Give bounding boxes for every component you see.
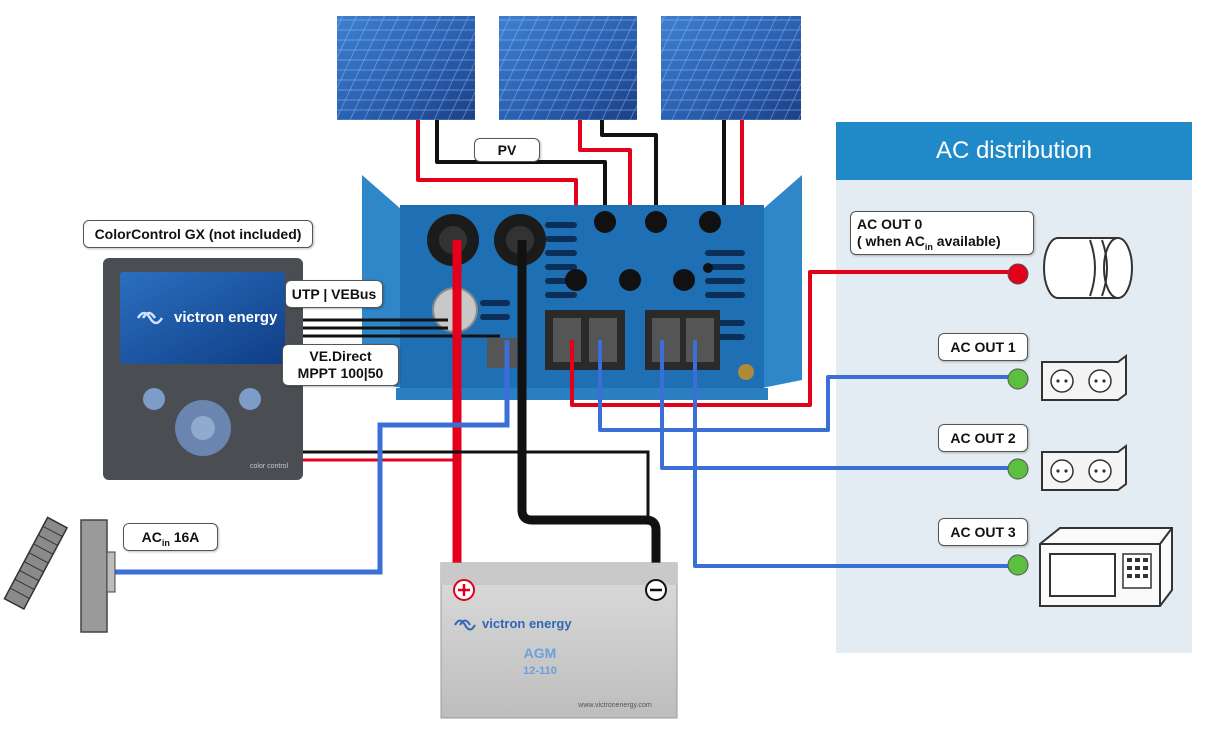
ac-out0-line2a: ( when AC [857, 233, 925, 249]
vedirect-label: VE.Direct MPPT 100|50 [282, 344, 399, 386]
solar-panel-2 [499, 16, 637, 120]
acin-sub: in [161, 537, 170, 548]
vedirect-line2: MPPT 100|50 [297, 365, 384, 381]
socket-out2-icon [1041, 444, 1127, 491]
ac-distribution-header: AC distribution [836, 122, 1192, 180]
ac-terminal-blocks [545, 310, 720, 370]
battery-model-text: 12-110 [523, 665, 557, 677]
ac-out3-cable [693, 340, 1018, 568]
ac-out2-cable [660, 340, 1018, 470]
acin-suffix: 16A [173, 529, 200, 545]
ac-out0-node [1007, 263, 1029, 285]
pv-wire-black-1 [435, 120, 607, 212]
ac-out0-label: AC OUT 0 ( when ACin available) [850, 211, 1034, 255]
ac-out1-label: AC OUT 1 [938, 333, 1028, 361]
battery-negative-cable [517, 240, 661, 578]
battery-url-text: www.victronenergy.com [577, 702, 652, 709]
gx-model-text: color control [250, 463, 289, 470]
cylinder-load-icon [1043, 237, 1133, 299]
solar-panel-3 [661, 16, 801, 120]
color-control-gx-device: victron energy color control [103, 258, 303, 480]
pv-connectors [565, 211, 721, 291]
ac-input-plug-icon [3, 516, 116, 633]
ac-out3-node [1007, 554, 1029, 576]
ac-out0-line2-sub: in [924, 241, 933, 252]
acin-label: ACin 16A [123, 523, 218, 551]
ac-out0-line1: AC OUT 0 [857, 216, 923, 232]
socket-out1-icon [1041, 354, 1127, 401]
vedirect-line1: VE.Direct [309, 348, 372, 364]
gx-power-black [300, 450, 650, 520]
gx-left-button [143, 388, 165, 410]
ac-out1-node [1007, 368, 1029, 390]
pv-label: PV [474, 138, 540, 162]
microwave-icon [1039, 527, 1173, 607]
acin-prefix: AC [141, 529, 162, 545]
ac-out3-label: AC OUT 3 [938, 518, 1028, 546]
agm-battery: victron energy AGM 12-110 www.victronene… [440, 562, 678, 719]
ground-stud [738, 364, 754, 380]
battery-brand-text: victron energy [482, 616, 572, 631]
ac-out2-label: AC OUT 2 [938, 424, 1028, 452]
ac-out2-node [1007, 458, 1029, 480]
color-control-label: ColorControl GX (not included) [83, 220, 313, 248]
utp-vebus-label: UTP | VEBus [285, 280, 383, 308]
solar-panel-1 [337, 16, 475, 120]
vedirect-port [487, 338, 517, 368]
ac-out0-line2b: available) [932, 233, 1001, 249]
ac-out1-cable [598, 340, 1018, 432]
gx-brand-text: victron energy [174, 309, 278, 326]
ac-out0-cable [570, 270, 1018, 407]
battery-type-text: AGM [524, 645, 557, 661]
gx-right-button [239, 388, 261, 410]
pv-wire-black-2 [600, 120, 658, 212]
ac-in-cable [112, 340, 510, 575]
